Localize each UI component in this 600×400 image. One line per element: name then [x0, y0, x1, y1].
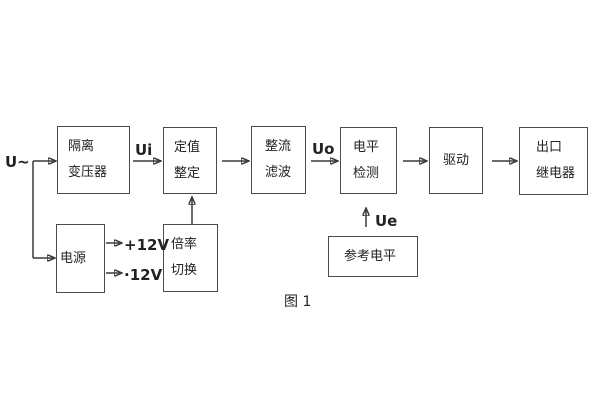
label-ui: Ui — [135, 141, 153, 159]
block-label-line: 出口 — [536, 140, 563, 155]
block-label-line: 参考电平 — [344, 248, 397, 264]
block-label-line: 继电器 — [536, 166, 576, 181]
block-label-line: 电源 — [60, 250, 87, 266]
block-label-line: 电平 — [353, 139, 380, 155]
label-input-voltage: U~ — [5, 153, 30, 171]
block-reference-level: 参考电平 — [328, 236, 418, 277]
block-rectifier-filter: 整流 滤波 — [251, 126, 306, 194]
block-multiplier-switch: 倍率 切换 — [163, 224, 218, 292]
block-label-line: 变压器 — [68, 165, 108, 180]
block-power-supply: 电源 — [56, 224, 105, 293]
block-label-line: 切换 — [171, 263, 198, 278]
block-setpoint-adjust: 定值 整定 — [163, 127, 217, 194]
block-level-detection: 电平 检测 — [340, 127, 397, 194]
block-isolation-transformer: 隔离 变压器 — [57, 126, 130, 194]
block-label-line: 定值 — [174, 139, 201, 155]
block-label-line: 检测 — [353, 165, 380, 181]
figure-caption: 图 1 — [284, 294, 312, 310]
label-rail-neg12: ·12V — [124, 266, 163, 284]
label-rail-pos12: +12V — [124, 236, 170, 254]
label-uo: Uo — [312, 140, 335, 158]
block-label-line: 倍率 — [171, 237, 198, 252]
block-label-line: 驱动 — [443, 152, 470, 168]
block-label-line: 整流 — [265, 139, 292, 154]
label-ue: Ue — [375, 212, 398, 230]
block-driver: 驱动 — [429, 127, 483, 194]
block-output-relay: 出口 继电器 — [519, 127, 588, 195]
block-label-line: 隔离 — [68, 139, 95, 154]
block-label-line: 滤波 — [265, 165, 292, 180]
block-label-line: 整定 — [174, 165, 201, 181]
